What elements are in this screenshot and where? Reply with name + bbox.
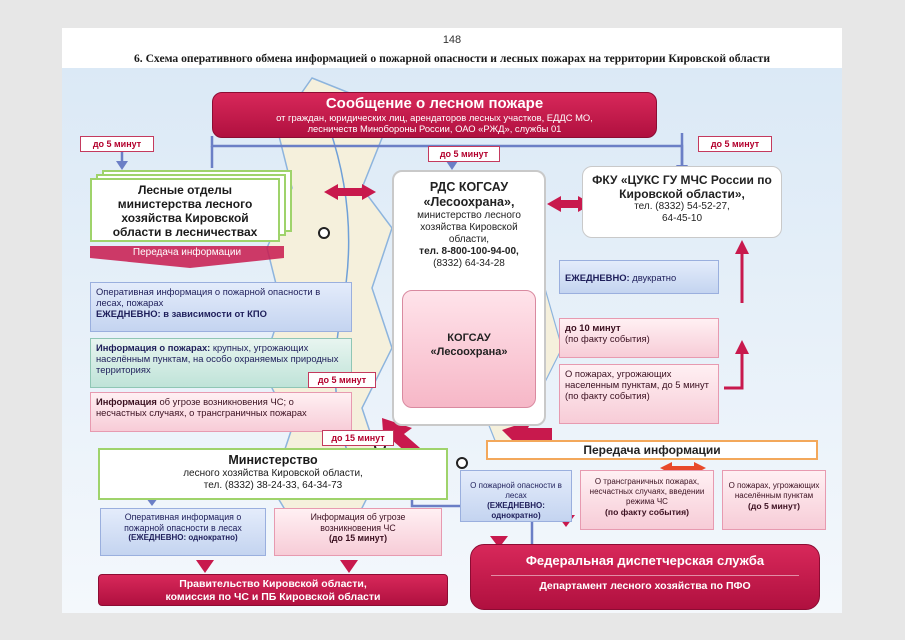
- government-box: Правительство Кировской области, комисси…: [98, 574, 448, 606]
- federal-box-transboundary-text: О трансграничных пожарах, несчастных слу…: [589, 477, 705, 506]
- federal-box-transboundary: О трансграничных пожарах, несчастных слу…: [580, 470, 714, 530]
- bottom-box-emergency: Информация об угрозе возникновения ЧС (д…: [274, 508, 442, 556]
- right-item-daily: ЕЖЕДНЕВНО: двукратно: [559, 260, 719, 294]
- federal-dispatch-box: Федеральная диспетчерская служба Департа…: [470, 544, 820, 610]
- right-item-daily-text: двукратно: [629, 272, 677, 283]
- fire-report-subtitle: от граждан, юридических лиц, арендаторов…: [276, 112, 593, 134]
- right-item-ten-text: (по факту события): [565, 333, 650, 344]
- document-page: 148 6. Схема оперативного обмена информа…: [62, 28, 842, 613]
- fku-box: ФКУ «ЦУКС ГУ МЧС России по Кировской обл…: [582, 166, 782, 238]
- left-item-fires-bold: Информация о пожарах:: [96, 342, 211, 353]
- time-tag-right: до 5 минут: [698, 136, 772, 152]
- time-tag-left: до 5 минут: [80, 136, 154, 152]
- page-number: 148: [442, 34, 462, 46]
- bottom-box-operational-text: Оперативная информация о пожарной опасно…: [124, 512, 242, 533]
- ministry-title: Министерство: [228, 453, 318, 467]
- federal-dispatch-subtitle: Департамент лесного хозяйства по ПФО: [539, 580, 751, 592]
- time-tag-lower: до 5 минут: [308, 372, 376, 388]
- bottom-box-operational-bold: (ЕЖЕДНЕВНО: однократно): [128, 533, 238, 542]
- left-item-fires-text: крупных, угрожающих населённым пунктам, …: [96, 342, 339, 375]
- left-item-operational: Оперативная информация о пожарной опасно…: [90, 282, 352, 332]
- government-line1: Правительство Кировской области,: [179, 578, 367, 590]
- ministry-line1: лесного хозяйства Кировской области,: [183, 468, 363, 479]
- federal-box-danger: О пожарной опасности в лесах (ЕЖЕДНЕВНО:…: [460, 470, 572, 522]
- left-item-operational-text: Оперативная информация о пожарной опасно…: [96, 286, 321, 308]
- fku-phone1: тел. (8332) 54-52-27,: [634, 201, 730, 212]
- federal-box-threat: О пожарах, угрожающих населённым пунктам…: [722, 470, 826, 530]
- transfer-label-right: Передача информации: [486, 440, 818, 460]
- government-line2: комиссия по ЧС и ПБ Кировской области: [165, 591, 381, 603]
- bottom-box-emergency-bold: (до 15 минут): [328, 533, 388, 543]
- rds-line1: министерство лесного хозяйства Кировской…: [417, 210, 521, 245]
- federal-dispatch-title: Федеральная диспетчерская служба: [525, 553, 765, 568]
- federal-box-threat-text: О пожарах, угрожающих населённым пунктам: [728, 481, 820, 500]
- transfer-label-left: Передача информации: [132, 247, 242, 258]
- left-item-emergency-text: об угрозе возникновения ЧС; о несчастных…: [96, 396, 307, 418]
- ministry-box: Министерство лесного хозяйства Кировской…: [98, 448, 448, 500]
- federal-box-threat-bold: (до 5 минут): [748, 501, 800, 511]
- federal-box-transboundary-bold: (по факту события): [605, 507, 689, 517]
- rds-phone-secondary: (8332) 64-34-28: [433, 258, 505, 269]
- transfer-banner-shape: [90, 246, 284, 268]
- fire-report-title: Сообщение о лесном пожаре: [325, 95, 544, 112]
- time-tag-center: до 5 минут: [428, 146, 500, 162]
- transfer-label-left-wrap: Передача информации: [90, 246, 284, 268]
- right-item-daily-bold: ЕЖЕДНЕВНО:: [565, 272, 630, 283]
- right-item-ten-min: до 10 минут (по факту события): [559, 318, 719, 358]
- bottom-box-operational: Оперативная информация о пожарной опасно…: [100, 508, 266, 556]
- left-item-emergency-bold: Информация: [96, 396, 157, 407]
- forest-departments-box: Лесные отделы министерства лесного хозяй…: [90, 178, 280, 242]
- rds-phone-main: тел. 8-800-100-94-00,: [419, 246, 519, 257]
- page-title: 6. Схема оперативного обмена информацией…: [133, 52, 771, 65]
- federal-box-danger-text: О пожарной опасности в лесах: [470, 481, 562, 500]
- rds-title: РДС КОГСАУ «Лесоохрана»,: [423, 180, 515, 209]
- right-item-threat: О пожарах, угрожающих населенным пунктам…: [559, 364, 719, 424]
- right-item-ten-bold: до 10 минут: [565, 322, 621, 333]
- fku-phone2: 64-45-10: [661, 213, 703, 224]
- federal-box-danger-bold: (ЕЖЕДНЕВНО: однократно): [487, 501, 545, 520]
- left-item-operational-bold: ЕЖЕДНЕВНО: в зависимости от КПО: [96, 308, 267, 319]
- ministry-line2: тел. (8332) 38-24-33, 64-34-73: [203, 480, 343, 491]
- federal-divider: [491, 575, 799, 576]
- bottom-box-emergency-text: Информация об угрозе возникновения ЧС: [310, 512, 406, 533]
- fku-title: ФКУ «ЦУКС ГУ МЧС России по Кировской обл…: [592, 173, 772, 201]
- left-item-emergency: Информация об угрозе возникновения ЧС; о…: [90, 392, 352, 432]
- kogsau-inner-box: КОГСАУ «Лесоохрана»: [402, 290, 536, 408]
- fire-report-box: Сообщение о лесном пожаре от граждан, юр…: [212, 92, 657, 138]
- time-tag-15: до 15 минут: [322, 430, 394, 446]
